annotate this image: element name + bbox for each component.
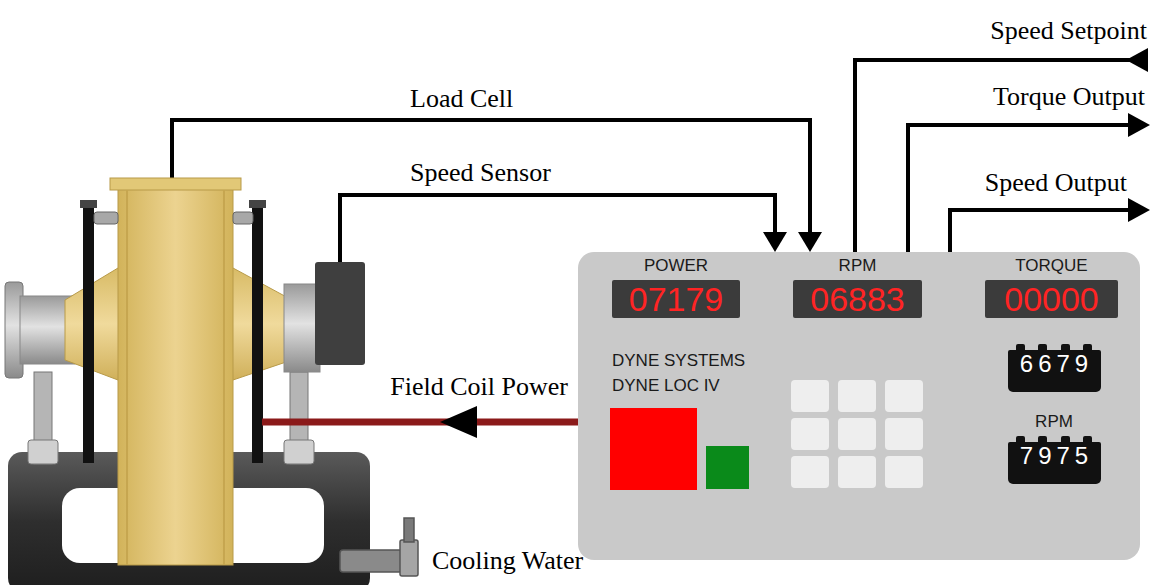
- trunnion-post: [83, 205, 94, 463]
- start-button: [706, 446, 749, 489]
- post-cap: [80, 200, 97, 208]
- dial-notch: [1061, 436, 1070, 443]
- post-cap: [249, 200, 266, 208]
- speed-sensor: [315, 262, 365, 365]
- field-coil-cable: [262, 419, 590, 426]
- display-caption: RPM: [839, 256, 877, 276]
- water-fitting: [400, 540, 418, 576]
- display-readout: 00000: [1004, 280, 1099, 319]
- dial-notch: [1083, 436, 1092, 443]
- arrowhead: [798, 232, 822, 252]
- keypad: [791, 380, 923, 488]
- arrowhead: [1128, 198, 1150, 222]
- rpm-display: RPM06883: [793, 280, 922, 318]
- link-bar: [233, 212, 253, 224]
- thumbwheel-dial: 6679: [1008, 350, 1101, 392]
- arrowhead: [1126, 48, 1148, 72]
- arrowheads: [763, 48, 1150, 252]
- support-foot: [284, 440, 314, 464]
- output-shaft: [284, 284, 320, 372]
- signal-label: Cooling Water: [432, 546, 583, 576]
- display-caption: RPM: [1035, 412, 1073, 432]
- signal-label: Speed Output: [985, 168, 1127, 198]
- housing-edge: [223, 190, 225, 565]
- dyno-rotor-housing: [118, 180, 233, 565]
- dial-notch: [1016, 436, 1025, 443]
- display-readout: 06883: [810, 280, 905, 319]
- dial-notch: [1038, 344, 1047, 351]
- speed-output-wire: [950, 210, 1132, 256]
- dial-notch: [1061, 344, 1070, 351]
- water-valve: [404, 518, 414, 542]
- support-foot: [28, 440, 58, 464]
- torque-output-wire: [908, 125, 1132, 256]
- dial-notch: [1016, 344, 1025, 351]
- dial-notch: [1038, 436, 1047, 443]
- signal-label: Load Cell: [410, 84, 513, 114]
- brand-label: DYNE SYSTEMS DYNE LOC IV: [612, 348, 762, 398]
- trunnion-post: [252, 205, 263, 463]
- load-cell-wire: [172, 120, 810, 236]
- signal-label: Field Coil Power: [390, 372, 568, 402]
- display-caption: TORQUE: [1015, 256, 1087, 276]
- arrowhead: [440, 406, 477, 438]
- dial-digits: 6679: [1015, 350, 1093, 378]
- display-caption: POWER: [644, 256, 708, 276]
- arrowhead: [763, 232, 787, 252]
- dial-digits: 7975: [1015, 442, 1093, 470]
- housing-flange: [110, 178, 241, 190]
- dial-notch: [1083, 344, 1092, 351]
- link-bar: [94, 212, 118, 224]
- stop-button: [610, 408, 697, 490]
- signal-label: Speed Sensor: [410, 158, 551, 188]
- arrowhead: [1128, 113, 1150, 137]
- power-display: POWER07179: [612, 280, 740, 318]
- torque-display: TORQUE00000: [985, 280, 1118, 318]
- signal-label: Speed Setpoint: [990, 16, 1147, 46]
- water-fitting: [340, 550, 402, 572]
- signal-wires: [172, 60, 1135, 262]
- thumbwheel-dial: RPM7975: [1008, 442, 1101, 484]
- housing-edge: [126, 190, 128, 565]
- controller-panel: POWER07179RPM06883TORQUE000006679RPM7975…: [578, 252, 1140, 560]
- display-readout: 07179: [629, 280, 724, 319]
- signal-label: Torque Output: [993, 82, 1145, 112]
